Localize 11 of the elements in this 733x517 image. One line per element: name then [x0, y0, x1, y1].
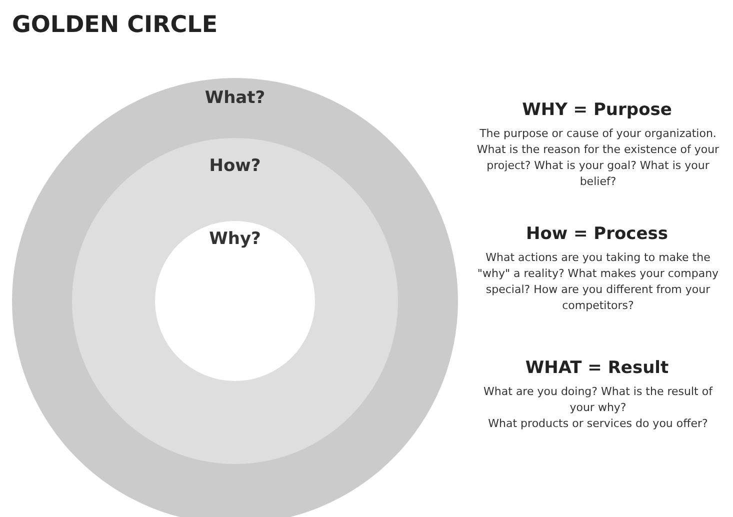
heading: WHY = Purpose: [521, 100, 673, 120]
description: What actions are you taking to make the "why" a reality? What makes your company special? How are you different from your competitors?: [476, 250, 720, 314]
heading: WHAT = Result: [524, 358, 670, 378]
heading: How = Process: [524, 224, 670, 244]
description: What are you doing? What is the result of your why?: [482, 384, 714, 416]
circle-label: What?: [204, 88, 266, 108]
description: What products or services do you offer?: [487, 416, 709, 432]
circle-label: Why?: [209, 229, 261, 249]
title: GOLDEN CIRCLE: [12, 12, 218, 38]
description: The purpose or cause of your organization. What is the reason for the existence of your project? What is your goal? What is your belief?: [476, 126, 720, 190]
circle-label: How?: [209, 156, 261, 176]
